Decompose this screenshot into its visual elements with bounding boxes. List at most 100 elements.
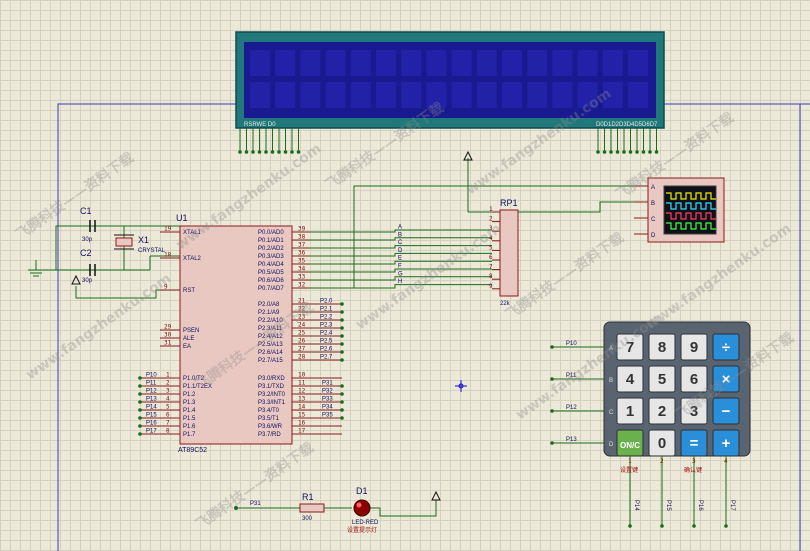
mcu-p1-net: P17: [146, 429, 157, 435]
lcd-pin-dot: [238, 150, 242, 154]
mcu-p0-number: 32: [298, 282, 306, 289]
bus-wire: [310, 245, 492, 249]
keypad-key[interactable]: 5: [648, 365, 676, 393]
lcd-cell: [325, 50, 346, 76]
led-net-label: P31: [250, 501, 261, 507]
lcd-cell: [577, 82, 598, 108]
keypad-key[interactable]: +: [712, 429, 740, 457]
oscilloscope[interactable]: [647, 177, 725, 243]
bus-net-label: G: [398, 271, 403, 277]
keypad-key[interactable]: 3: [680, 397, 708, 425]
lcd-data-pin-dot: [609, 150, 613, 154]
mcu-p0-name: P0.0/AD0: [258, 230, 284, 236]
keypad-key[interactable]: 8: [648, 333, 676, 361]
keypad-row-dot: [550, 409, 554, 413]
mcu-p1-name: P1.5: [183, 416, 196, 422]
keypad-key[interactable]: =: [680, 429, 708, 457]
keypad-col-dot: [724, 524, 728, 528]
keypad-col-net: P14: [633, 500, 639, 511]
lcd-pins: [238, 128, 301, 154]
bus-wire: [310, 252, 492, 257]
keypad-col-dot: [628, 524, 632, 528]
mcu-p1-dot: [138, 424, 142, 428]
mcu-p1-dot: [138, 432, 142, 436]
mcu-p0-name: P0.4/AD4: [258, 262, 284, 268]
bus-wire: [310, 260, 492, 265]
mcu-p2-number: 24: [298, 322, 306, 329]
keypad-key[interactable]: 1: [616, 397, 644, 425]
mcu-p1-net: P10: [146, 373, 157, 379]
watermark-text: 飞腾科技——资料下载: [193, 439, 317, 533]
keypad-key-label: 6: [690, 371, 698, 388]
lcd-data-pin-dot: [635, 150, 639, 154]
keypad-key[interactable]: ×: [712, 365, 740, 393]
lcd-pin-dot: [264, 150, 268, 154]
lcd-cell: [602, 50, 623, 76]
bus-net-label: F: [398, 264, 402, 270]
rp1-value: 22k: [500, 301, 511, 307]
mcu-p2-name: P2.2/A10: [258, 318, 283, 324]
mcu-p2-number: 22: [298, 306, 306, 313]
mcu-p3-name: P3.6/WR: [258, 424, 283, 430]
keypad-key-face: [648, 397, 676, 425]
led-circuit[interactable]: P31 R1 300 D1 LED-RED 设置提示灯: [234, 486, 441, 534]
lcd-data-pin-dot: [628, 150, 633, 154]
lcd-pin-dot: [251, 150, 255, 154]
mcu-p2-name: P2.7/A15: [258, 358, 283, 364]
mcu-p2-number: 21: [298, 298, 306, 305]
mcu-p1-net: P15: [146, 413, 157, 419]
keypad-key[interactable]: 2: [648, 397, 676, 425]
lcd-display[interactable]: RSRWE D0 D0D1D2D3D4D5D6D7: [235, 31, 665, 129]
bus-net-label: A: [398, 225, 402, 231]
scope-wire-b: [518, 201, 634, 213]
keypad-key[interactable]: 0: [648, 429, 676, 457]
mcu-p3-dot: [340, 400, 344, 404]
keypad-key[interactable]: ON/C: [616, 429, 644, 457]
keypad-col-number: 2: [660, 458, 664, 465]
mcu-pin-number: 31: [164, 340, 172, 347]
r1-ref: R1: [302, 492, 314, 502]
mcu-pin-name: XTAL2: [183, 256, 202, 262]
c1-value: 30p: [82, 237, 93, 243]
mcu-pin-number: 30: [164, 332, 172, 339]
lcd-cell: [300, 82, 321, 108]
resistor-pack-rp1[interactable]: RP1 22k: [499, 198, 519, 307]
mcu-pin-number: 18: [164, 252, 172, 259]
mcu-p2-number: 27: [298, 346, 306, 353]
rp1-pin-number: 9: [489, 283, 493, 290]
lcd-pin-dot: [283, 150, 288, 154]
lcd-pin-dot: [277, 150, 281, 154]
mcu-p2-net: P2.2: [320, 315, 333, 321]
keypad-key[interactable]: 4: [616, 365, 644, 393]
lcd-cell: [275, 82, 296, 108]
mcu-u1[interactable]: U1 AT89C52: [176, 213, 293, 454]
lcd-cell: [376, 50, 396, 76]
lcd-data-pin-dot: [622, 150, 626, 154]
keypad-key-label: −: [722, 403, 731, 420]
scope-channel-label: B: [651, 201, 655, 207]
mcu-p2-net: P2.4: [320, 331, 333, 337]
crystal-circuit[interactable]: C1 30p C2 30p X1 CRYSTAL: [28, 206, 180, 299]
keypad-row-dot: [550, 441, 554, 445]
mcu-p3-dot: [340, 408, 344, 412]
lcd-data-pin-dot: [615, 150, 620, 154]
mcu-p1-dot: [138, 400, 142, 404]
keypad-key-face: [616, 397, 644, 425]
keypad-key[interactable]: 6: [680, 365, 708, 393]
keypad-key[interactable]: 7: [616, 333, 644, 361]
mcu-p3-net: P34: [322, 405, 333, 411]
scope-trace: [666, 222, 716, 230]
mcu-pin-name: ALE: [183, 336, 194, 342]
keypad-key[interactable]: −: [712, 397, 740, 425]
mcu-p2-dot: [340, 350, 344, 354]
keypad-key-label: 3: [690, 403, 698, 420]
c1-ref: C1: [80, 206, 92, 216]
keypad-key[interactable]: ÷: [712, 333, 740, 361]
keypad-key[interactable]: 9: [680, 333, 708, 361]
mcu-p2-dot: [340, 334, 344, 338]
